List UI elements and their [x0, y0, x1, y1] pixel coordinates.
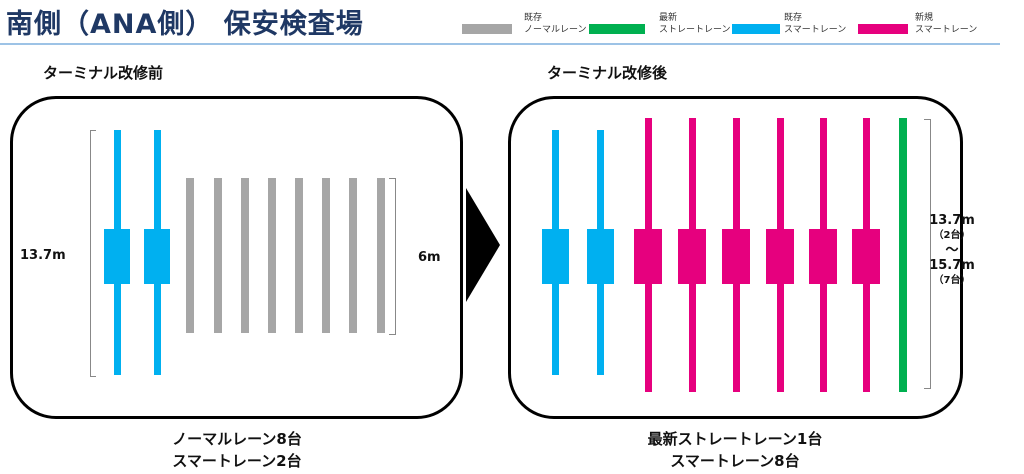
normal-lane: [241, 178, 249, 333]
legend-line: ノーマルレーン: [524, 25, 587, 35]
legend-swatch-straight: [589, 24, 645, 34]
tilde: ～: [945, 243, 959, 258]
after-bracket: [924, 119, 931, 389]
smart-lane-new-machine: [809, 229, 837, 284]
smart-lane-new-machine: [678, 229, 706, 284]
normal-lane: [349, 178, 357, 333]
summary-line: スマートレーン8台: [670, 452, 800, 470]
after-caption: ターミナル改修後: [547, 64, 668, 82]
legend-line: 新規: [915, 13, 934, 23]
legend-line: ストレートレーン: [659, 25, 731, 35]
straight-lane: [899, 118, 907, 392]
height-label: 13.7m: [20, 248, 66, 263]
legend-line: スマートレーン: [784, 25, 847, 35]
before-panel: [10, 96, 463, 419]
normal-lane: [322, 178, 330, 333]
summary-line: ノーマルレーン8台: [172, 430, 302, 448]
page-title: 南側（ANA側） 保安検査場: [6, 9, 364, 40]
legend-label-smart-new: 新規スマートレーン: [915, 12, 977, 36]
smart-lane-existing-machine: [144, 229, 170, 284]
after-panel: [508, 96, 963, 419]
max-note: （7台）: [933, 275, 971, 286]
normal-bracket: [389, 178, 396, 335]
summary-line: 最新ストレートレーン1台: [647, 430, 823, 448]
normal-lane: [268, 178, 276, 333]
smart-lane-existing-machine: [586, 229, 614, 284]
before-summary: ノーマルレーン8台 スマートレーン2台: [137, 428, 337, 472]
legend-label-smart-existing: 既存スマートレーン: [784, 12, 846, 36]
normal-lane: [377, 178, 385, 333]
legend-swatch-normal: [462, 24, 512, 34]
legend-line: 最新: [659, 13, 678, 23]
after-height-label: 13.7m （2台） ～ 15.7m （7台）: [928, 213, 976, 288]
smart-lane-existing-machine: [541, 229, 569, 284]
height-bracket: [90, 130, 96, 377]
max-height: 15.7m: [929, 258, 975, 273]
min-note: （2台）: [933, 230, 971, 241]
legend-label-straight: 最新ストレートレーン: [659, 12, 731, 36]
normal-lane: [295, 178, 303, 333]
normal-lane: [214, 178, 222, 333]
legend-label-normal: 既存ノーマルレーン: [524, 12, 587, 36]
legend-swatch-smart-new: [858, 24, 908, 34]
legend-line: 既存: [524, 13, 543, 23]
arrow-right-icon: [466, 188, 500, 302]
summary-line: スマートレーン2台: [172, 452, 302, 470]
smart-lane-new-machine: [722, 229, 750, 284]
before-caption: ターミナル改修前: [43, 64, 164, 82]
after-summary: 最新ストレートレーン1台 スマートレーン8台: [610, 428, 860, 472]
title-divider: [0, 43, 1000, 45]
smart-lane-new-machine: [766, 229, 794, 284]
legend-line: スマートレーン: [915, 25, 978, 35]
normal-lane: [186, 178, 194, 333]
smart-lane-existing-machine: [104, 229, 130, 284]
legend-line: 既存: [784, 13, 803, 23]
smart-lane-new-machine: [852, 229, 880, 284]
legend-swatch-smart-existing: [732, 24, 780, 34]
min-height: 13.7m: [929, 213, 975, 228]
smart-lane-new-machine: [634, 229, 662, 284]
normal-height-label: 6m: [418, 250, 441, 265]
